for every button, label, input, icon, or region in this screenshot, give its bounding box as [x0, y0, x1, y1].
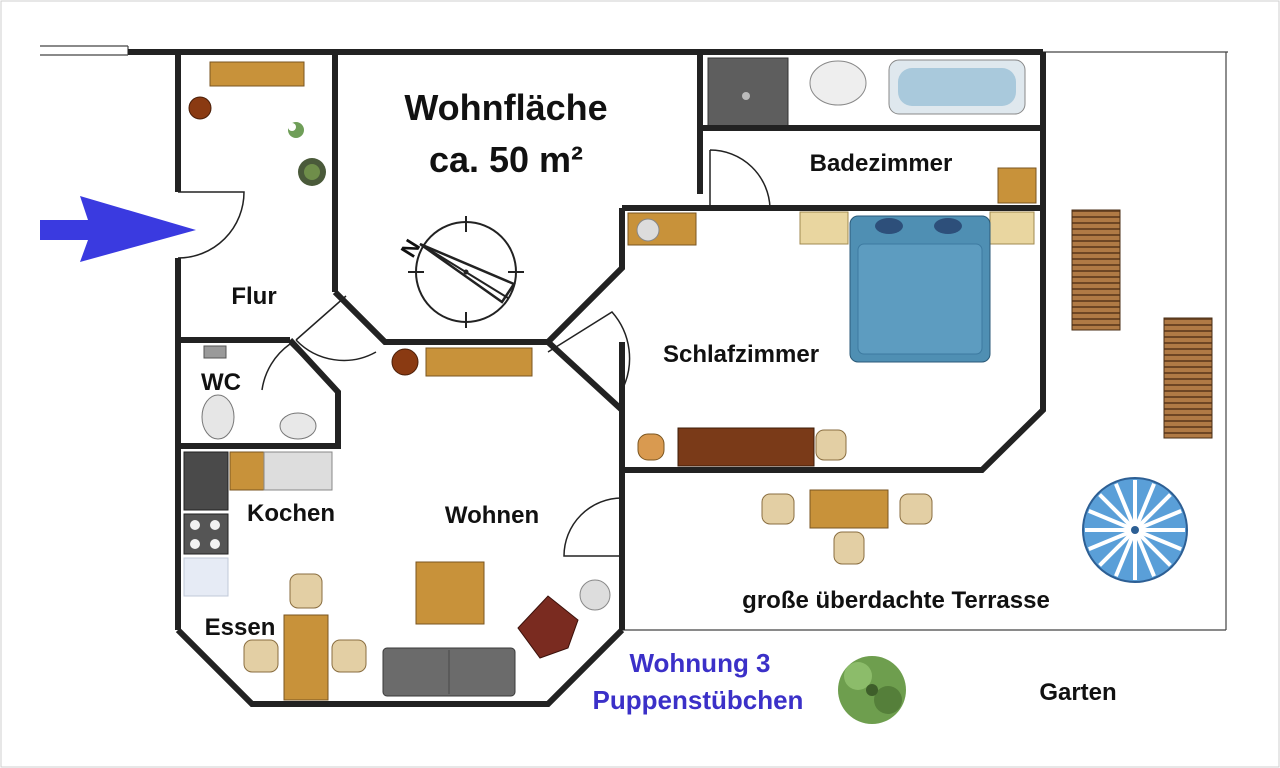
room-label-flur: Flur	[231, 283, 276, 310]
shower-icon	[707, 57, 789, 129]
wohnen-door	[295, 295, 377, 362]
umbrella-ray	[1114, 529, 1137, 577]
dining-chair	[331, 639, 367, 673]
room-label-kochen: Kochen	[247, 500, 335, 527]
room-label-badezimmer: Badezimmer	[810, 150, 953, 177]
umbrella-ray	[1133, 528, 1172, 567]
flur-side-table	[188, 96, 212, 120]
umbrella-ray	[1133, 483, 1156, 531]
room-label-schlafzimmer: Schlafzimmer	[663, 341, 819, 368]
wohnen-side-table	[391, 348, 419, 376]
room-label-wohnen: Wohnen	[445, 502, 539, 529]
garden-boundary	[40, 45, 1228, 631]
apartment-name: Puppenstübchen	[593, 685, 804, 715]
tree-icon	[838, 656, 906, 724]
nightstand-right	[989, 211, 1035, 245]
dishwasher-icon	[183, 557, 229, 597]
sun-lounger	[1071, 209, 1121, 331]
dining-table	[283, 614, 329, 701]
wc-sink-icon	[279, 412, 317, 440]
floor-lamp-icon	[579, 579, 611, 611]
armchair	[517, 595, 579, 659]
umbrella-ray	[1114, 483, 1137, 531]
terrace-chair	[761, 493, 795, 525]
umbrella-ray	[1133, 529, 1156, 577]
bath-sink-icon	[809, 60, 867, 106]
flur-shoe-cabinet	[209, 61, 305, 87]
furniture	[183, 57, 1213, 724]
schlaf-stool	[637, 433, 665, 461]
nightstand-left	[799, 211, 849, 245]
umbrella-ray	[1134, 509, 1182, 532]
kitchen-sink-icon	[263, 451, 333, 491]
flur-plant-icon	[288, 122, 326, 186]
umbrella-ray	[1088, 509, 1136, 532]
wc-flush-icon	[203, 345, 227, 359]
entrance-arrow-icon	[40, 196, 196, 262]
terrace-chair	[899, 493, 933, 525]
bad-door	[709, 149, 771, 209]
umbrella-ray	[1088, 528, 1136, 551]
fridge-icon	[183, 451, 229, 511]
umbrella-ray	[1134, 528, 1182, 551]
dining-chair	[289, 573, 323, 609]
schlaf-door	[547, 311, 631, 391]
sun-umbrella-icon	[1082, 477, 1188, 583]
wc-door	[261, 343, 339, 393]
doors	[177, 149, 771, 557]
terrace-door	[563, 497, 623, 557]
room-label-essen: Essen	[205, 614, 276, 641]
wc-toilet-icon	[201, 394, 235, 440]
wardrobe	[677, 427, 815, 467]
umbrella-ray	[1098, 493, 1137, 532]
stove-icon	[183, 513, 229, 555]
apartment-title: Wohnung 3	[629, 648, 770, 678]
umbrella-ray	[1098, 528, 1137, 567]
bath-cabinet	[997, 167, 1037, 204]
dining-chair	[243, 639, 279, 673]
walls	[128, 49, 1046, 707]
umbrella-ray	[1133, 493, 1172, 532]
sun-lounger	[1163, 317, 1213, 439]
room-label-garten: Garten	[1039, 679, 1116, 706]
terrace-chair	[833, 531, 865, 565]
schlaf-chair	[815, 429, 847, 461]
tv-cabinet	[425, 347, 533, 377]
coffee-table	[415, 561, 485, 625]
entrance-door	[177, 191, 245, 259]
kitchen-counter	[229, 451, 265, 491]
terrace-table	[809, 489, 889, 529]
room-label-terrasse: große überdachte Terrasse	[742, 587, 1050, 614]
compass-icon	[408, 216, 524, 328]
area-title: Wohnfläche	[404, 87, 607, 128]
schlaf-desk	[627, 212, 697, 246]
labels: Wohnfläche ca. 50 m² N Flur WC Badezimme…	[201, 87, 1117, 715]
area-size: ca. 50 m²	[429, 139, 583, 180]
room-label-wc: WC	[201, 369, 241, 396]
